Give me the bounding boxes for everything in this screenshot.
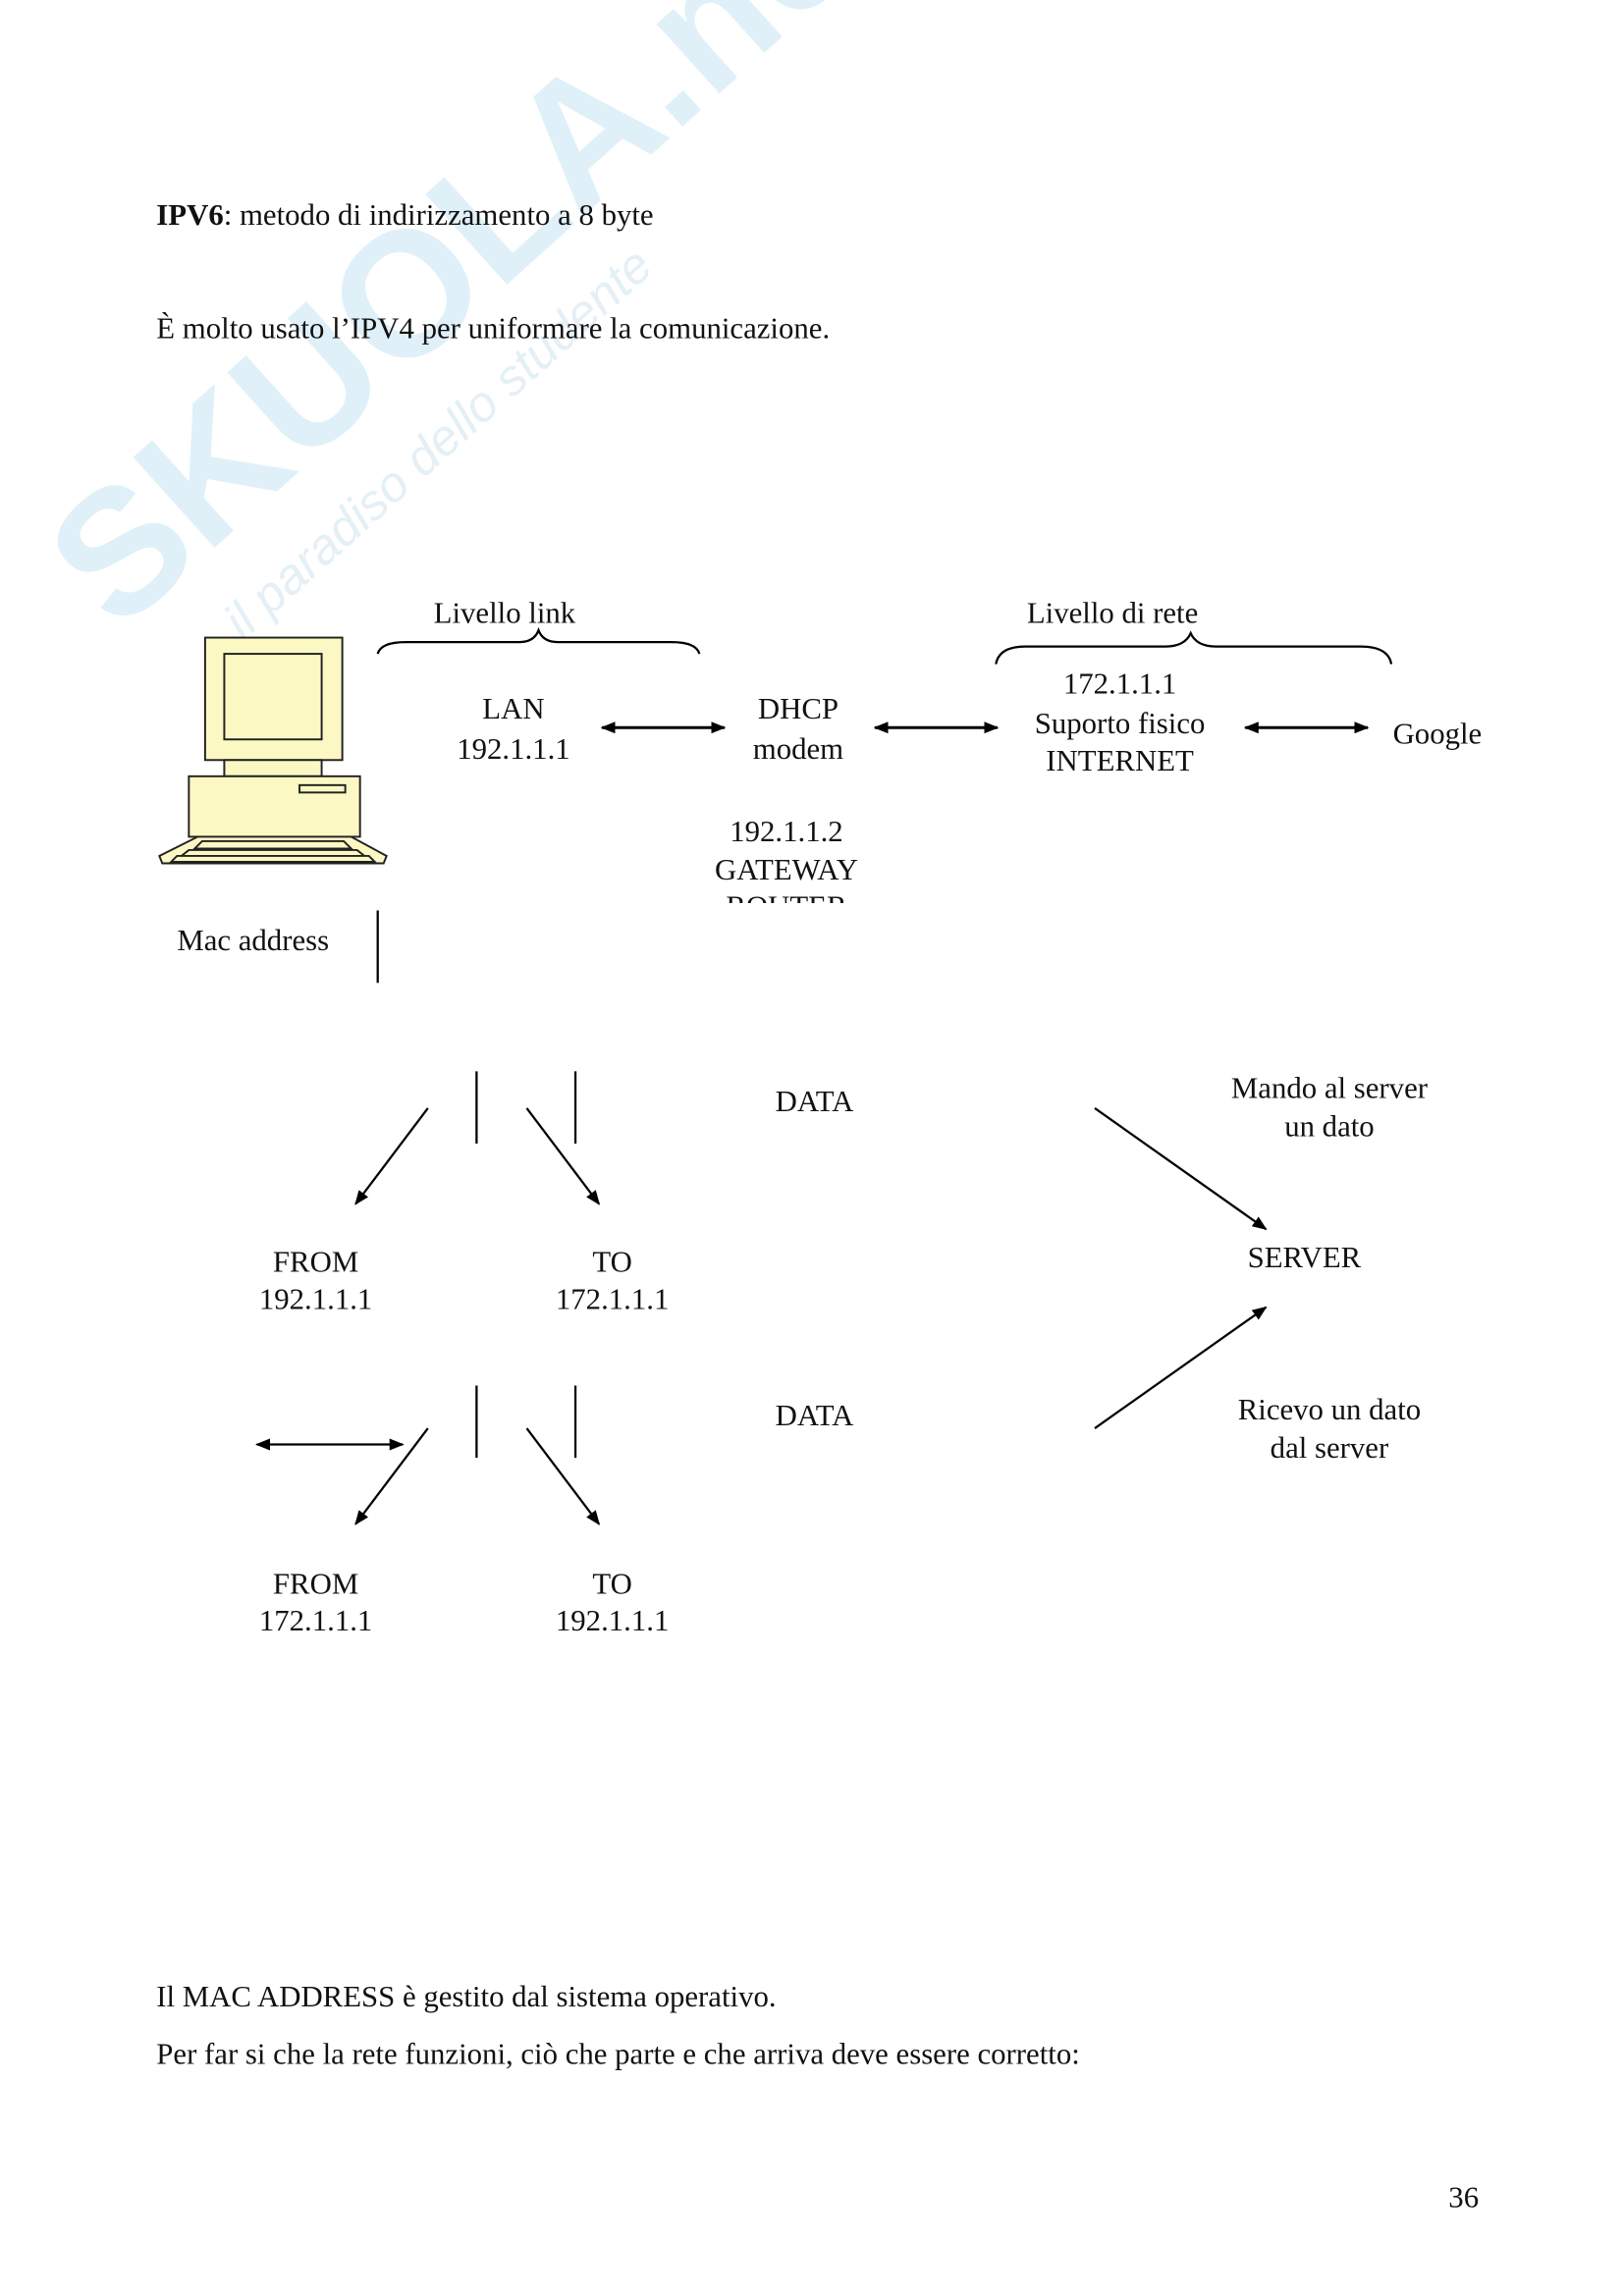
internet-ip: 172.1.1.1 (1063, 667, 1177, 701)
google-label: Google (1393, 718, 1483, 751)
packet2-data: DATA (776, 1399, 854, 1432)
ipv4-note: È molto usato l’IPV4 per uniformare la c… (156, 311, 830, 346)
lan-ip: 192.1.1.1 (457, 732, 570, 766)
gateway-label: GATEWAY (715, 853, 858, 886)
link-level-brace (376, 626, 701, 655)
page-number: 36 (1448, 2180, 1479, 2214)
packet1-from-label: FROM (273, 1246, 358, 1279)
lan-label: LAN (482, 692, 544, 725)
ipv6-term: IPV6 (156, 198, 223, 232)
gateway-ip: 192.1.1.2 (730, 815, 842, 848)
gateway-sub: ROUTER (726, 890, 847, 924)
modem-sub: modem (753, 732, 843, 766)
network-note: Per far si che la rete funzioni, ciò che… (156, 2038, 1080, 2071)
mac-note: Il MAC ADDRESS è gestito dal sistema ope… (156, 1980, 776, 2013)
ipv6-line: IPV6: metodo di indirizzamento a 8 byte (156, 198, 653, 232)
computer-icon (158, 636, 388, 865)
server-label: SERVER (1248, 1241, 1362, 1274)
packet2-from-ip: 172.1.1.1 (259, 1604, 373, 1637)
packet2-to-label: TO (592, 1567, 631, 1600)
ipv6-definition: : metodo di indirizzamento a 8 byte (224, 198, 654, 232)
packet-outgoing (354, 1071, 601, 1205)
packet-incoming (254, 1385, 601, 1525)
send-note-line2: un dato (1284, 1109, 1375, 1143)
receive-note-line2: dal server (1271, 1431, 1389, 1465)
send-arrow (1094, 1107, 1268, 1231)
network-level-brace (995, 630, 1393, 665)
send-note-line1: Mando al server (1231, 1071, 1428, 1104)
packet2-to-ip: 192.1.1.1 (556, 1604, 670, 1637)
internet-label: Suporto fisico (1035, 707, 1206, 740)
gateway-box: 192.1.1.2 GATEWAY ROUTER (715, 815, 858, 924)
receive-arrow (1094, 1306, 1268, 1429)
internet-sub: INTERNET (1046, 744, 1194, 777)
modem-label: DHCP (758, 692, 839, 725)
packet1-from-ip: 192.1.1.1 (259, 1282, 373, 1315)
packet1-to-ip: 172.1.1.1 (556, 1282, 670, 1315)
network-level-label: Livello di rete (1027, 597, 1198, 630)
packet1-data: DATA (776, 1085, 854, 1118)
packet2-from-label: FROM (273, 1567, 358, 1600)
link-level-label: Livello link (434, 597, 576, 630)
receive-note-line1: Ricevo un dato (1238, 1393, 1421, 1426)
mac-address-label: Mac address (177, 924, 329, 957)
packet1-to-label: TO (592, 1246, 631, 1279)
